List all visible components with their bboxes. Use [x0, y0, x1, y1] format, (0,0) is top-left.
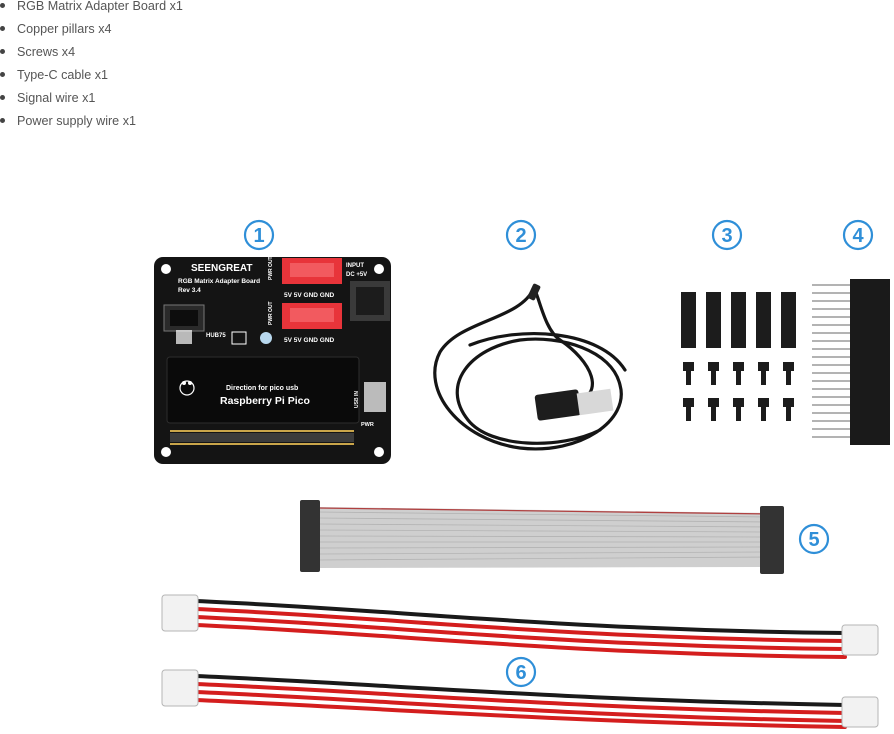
direction-label: Direction for pico usb — [226, 385, 298, 392]
callout-2: 2 — [505, 219, 537, 251]
list-item: Signal wire x1 — [0, 91, 183, 114]
hub75-label: HUB75 — [206, 333, 226, 339]
copper-pillars — [681, 292, 796, 348]
usb-in-label: USB IN — [354, 391, 360, 408]
callout-6: 6 — [505, 656, 537, 688]
power-supply-wires — [194, 599, 847, 729]
list-item: Power supply wire x1 — [0, 114, 183, 137]
screws — [683, 362, 794, 421]
svg-text:6: 6 — [515, 662, 526, 684]
raspberry-icon — [179, 380, 195, 396]
svg-text:3: 3 — [721, 225, 732, 247]
callout-4: 4 — [842, 219, 874, 251]
board-brand: SEENGREAT — [191, 263, 253, 274]
pins-label-top: 5V 5V GND GND — [284, 292, 335, 299]
pins-label-bottom: 5V 5V GND GND — [284, 337, 335, 344]
adapter-board: SEENGREAT RGB Matrix Adapter Board Rev 3… — [154, 256, 391, 464]
package-list: RGB Matrix Adapter Board x1 Copper pilla… — [0, 0, 183, 137]
svg-text:1: 1 — [253, 225, 264, 247]
board-name: RGB Matrix Adapter Board — [178, 278, 260, 285]
callout-1: 1 — [243, 219, 275, 251]
pin-header — [812, 279, 890, 445]
pwr-out-top: PWR OUT — [268, 256, 274, 280]
svg-text:5: 5 — [808, 529, 819, 551]
signal-ribbon-cable — [300, 500, 784, 574]
list-item: Type-C cable x1 — [0, 68, 183, 91]
list-item: Screws x4 — [0, 45, 183, 68]
callout-3: 3 — [711, 219, 743, 251]
dc-label: DC +5V — [346, 272, 367, 278]
list-item: RGB Matrix Adapter Board x1 — [0, 0, 183, 22]
callout-5: 5 — [798, 523, 830, 555]
pwr-label: PWR — [361, 422, 374, 428]
input-label: INPUT — [346, 263, 364, 269]
svg-text:4: 4 — [852, 225, 864, 247]
svg-text:2: 2 — [515, 225, 526, 247]
type-c-cable — [433, 286, 627, 451]
pico-label: Raspberry Pi Pico — [220, 395, 310, 407]
pwr-out-bottom: PWR OUT — [268, 301, 274, 325]
list-item: Copper pillars x4 — [0, 22, 183, 45]
board-rev: Rev 3.4 — [178, 287, 201, 294]
